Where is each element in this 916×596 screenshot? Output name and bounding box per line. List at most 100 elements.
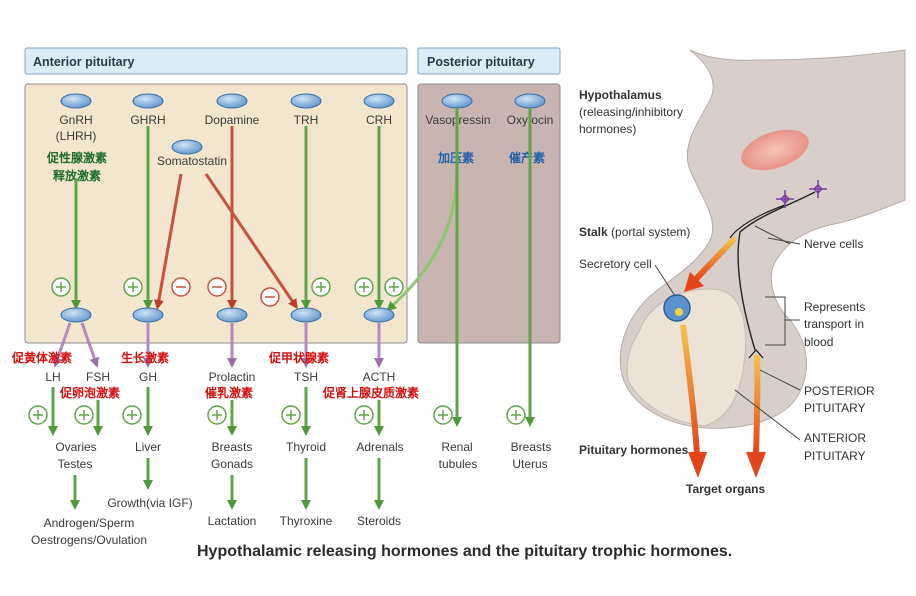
ovaries-label: Ovaries — [55, 440, 96, 454]
cn-lh: 促黄体激素 — [11, 350, 72, 365]
minus-somatostatin-gh — [171, 277, 191, 297]
nerve-cell-icon — [776, 180, 827, 208]
plus-oxytocin-target — [506, 405, 526, 425]
figure-caption: Hypothalamic releasing hormones and the … — [197, 543, 732, 560]
anterior-header-label: Anterior pituitary — [33, 55, 134, 69]
plus-crh — [354, 277, 374, 297]
ghrh-oval — [132, 93, 164, 109]
plus-lh-target — [28, 405, 48, 425]
plus-acth-target — [354, 405, 374, 425]
secretory-cell-icon — [663, 294, 691, 322]
nerve-fiber — [737, 191, 816, 351]
nerve-cells-label: Nerve cells — [804, 237, 863, 251]
gh-label: GH — [139, 370, 157, 384]
inhib-arrows — [153, 126, 298, 310]
plus-ghrh — [123, 277, 143, 297]
pituitary-hormones-label: Pituitary hormones — [579, 443, 689, 457]
renal-label: Renal — [441, 440, 472, 454]
breasts2-label: Breasts — [511, 440, 552, 454]
liver-label: Liver — [135, 440, 161, 454]
cn-tsh: 促甲状腺素 — [268, 350, 329, 365]
plus-gh-target — [122, 405, 142, 425]
anterior-output-arrowhead — [688, 452, 707, 478]
breasts-label: Breasts — [212, 440, 253, 454]
posterior-header-label: Posterior pituitary — [427, 55, 535, 69]
tsh-label: TSH — [294, 370, 318, 384]
nerve-ending-icon — [748, 349, 764, 359]
fsh-out-arrow — [80, 322, 100, 368]
vasopressin-to-acth-arrow — [386, 167, 459, 312]
represents-line2: transport in — [804, 317, 864, 331]
hypothalamus-nucleus — [741, 129, 809, 171]
posterior-pit-line1: POSTERIOR — [804, 384, 875, 398]
vasopressin-oval — [441, 93, 473, 109]
lh-out-arrow — [52, 322, 72, 368]
uterus-label: Uterus — [512, 457, 547, 471]
gnrh-oval — [60, 93, 92, 109]
prolactin-label: Prolactin — [209, 370, 256, 384]
anterior-pit-line2: PITUITARY — [804, 449, 866, 463]
cn-gnrh-2: 释放激素 — [53, 168, 101, 183]
secretory-cell-nucleus — [675, 308, 683, 316]
oestrogens-label: Oestrogens/Ovulation — [31, 533, 147, 547]
represents-line1: Represents — [804, 300, 865, 314]
nerve-fiber-2 — [729, 204, 786, 239]
posterior-output-arrowhead — [746, 452, 766, 478]
plus-tsh-target — [281, 405, 301, 425]
posterior-output-arrow — [753, 354, 761, 456]
oxytocin-oval — [514, 93, 546, 109]
lhrh-label: (LHRH) — [56, 129, 97, 143]
gonads-label: Gonads — [211, 457, 253, 471]
cn-oxytocin: 催产素 — [509, 150, 545, 165]
cn-acth: 促肾上腺皮质激素 — [322, 385, 419, 400]
stalk-label: Stalk (portal system) — [579, 225, 690, 239]
hypothalamus-label: Hypothalamus — [579, 88, 662, 102]
acth-oval — [363, 307, 395, 323]
crh-oval — [363, 93, 395, 109]
minus-dopamine — [207, 277, 227, 297]
androgen-label: Androgen/Sperm — [44, 516, 135, 530]
lh-label: LH — [45, 370, 60, 384]
posterior-panel — [417, 83, 561, 344]
tubules-label: tubules — [439, 457, 478, 471]
stalk-bold: Stalk — [579, 225, 608, 239]
anterior-pit-line1: ANTERIOR — [804, 431, 866, 445]
hypothalamus-sub2: hormones) — [579, 122, 636, 136]
growth-label: Growth(via IGF) — [107, 496, 192, 510]
ghrh-label: GHRH — [130, 113, 165, 127]
somatostatin-to-tsh-arrow — [204, 173, 298, 310]
anterior-panel — [24, 83, 408, 344]
lh-fsh-oval — [60, 307, 92, 323]
thyroxine-label: Thyroxine — [280, 514, 333, 528]
pit-arrows — [52, 322, 384, 368]
cn-prolactin: 催乳激素 — [205, 385, 253, 400]
crh-label: CRH — [366, 113, 392, 127]
trh-label: TRH — [294, 113, 319, 127]
stalk-rest: (portal system) — [608, 225, 691, 239]
cn-fsh: 促卵泡激素 — [59, 385, 120, 400]
effect-arrows — [70, 458, 384, 510]
adrenals-label: Adrenals — [356, 440, 403, 454]
posterior-pit-line2: PITUITARY — [804, 401, 866, 415]
plus-vasopressin-acth — [384, 277, 404, 297]
posterior-header — [417, 47, 561, 75]
gh-oval — [132, 307, 164, 323]
minus-somatostatin-tsh — [260, 287, 280, 307]
somatostatin-to-gh-arrow — [153, 173, 183, 310]
plus-fsh-target — [74, 405, 94, 425]
stim-arrows — [71, 108, 535, 427]
tsh-oval — [290, 307, 322, 323]
lactation-label: Lactation — [208, 514, 257, 528]
pituitary-anatomy — [619, 49, 906, 478]
portal-arrow — [692, 235, 738, 283]
represents-line3: blood — [804, 335, 833, 349]
plus-gnrh — [51, 277, 71, 297]
fsh-label: FSH — [86, 370, 110, 384]
anterior-output-arrow — [680, 324, 700, 456]
hypothalamus-sub1: (releasing/inhibitory — [579, 105, 683, 119]
testes-label: Testes — [58, 457, 93, 471]
secretory-label: Secretory cell — [579, 257, 652, 271]
plus-trh — [311, 277, 331, 297]
target-organs-label: Target organs — [686, 482, 765, 496]
